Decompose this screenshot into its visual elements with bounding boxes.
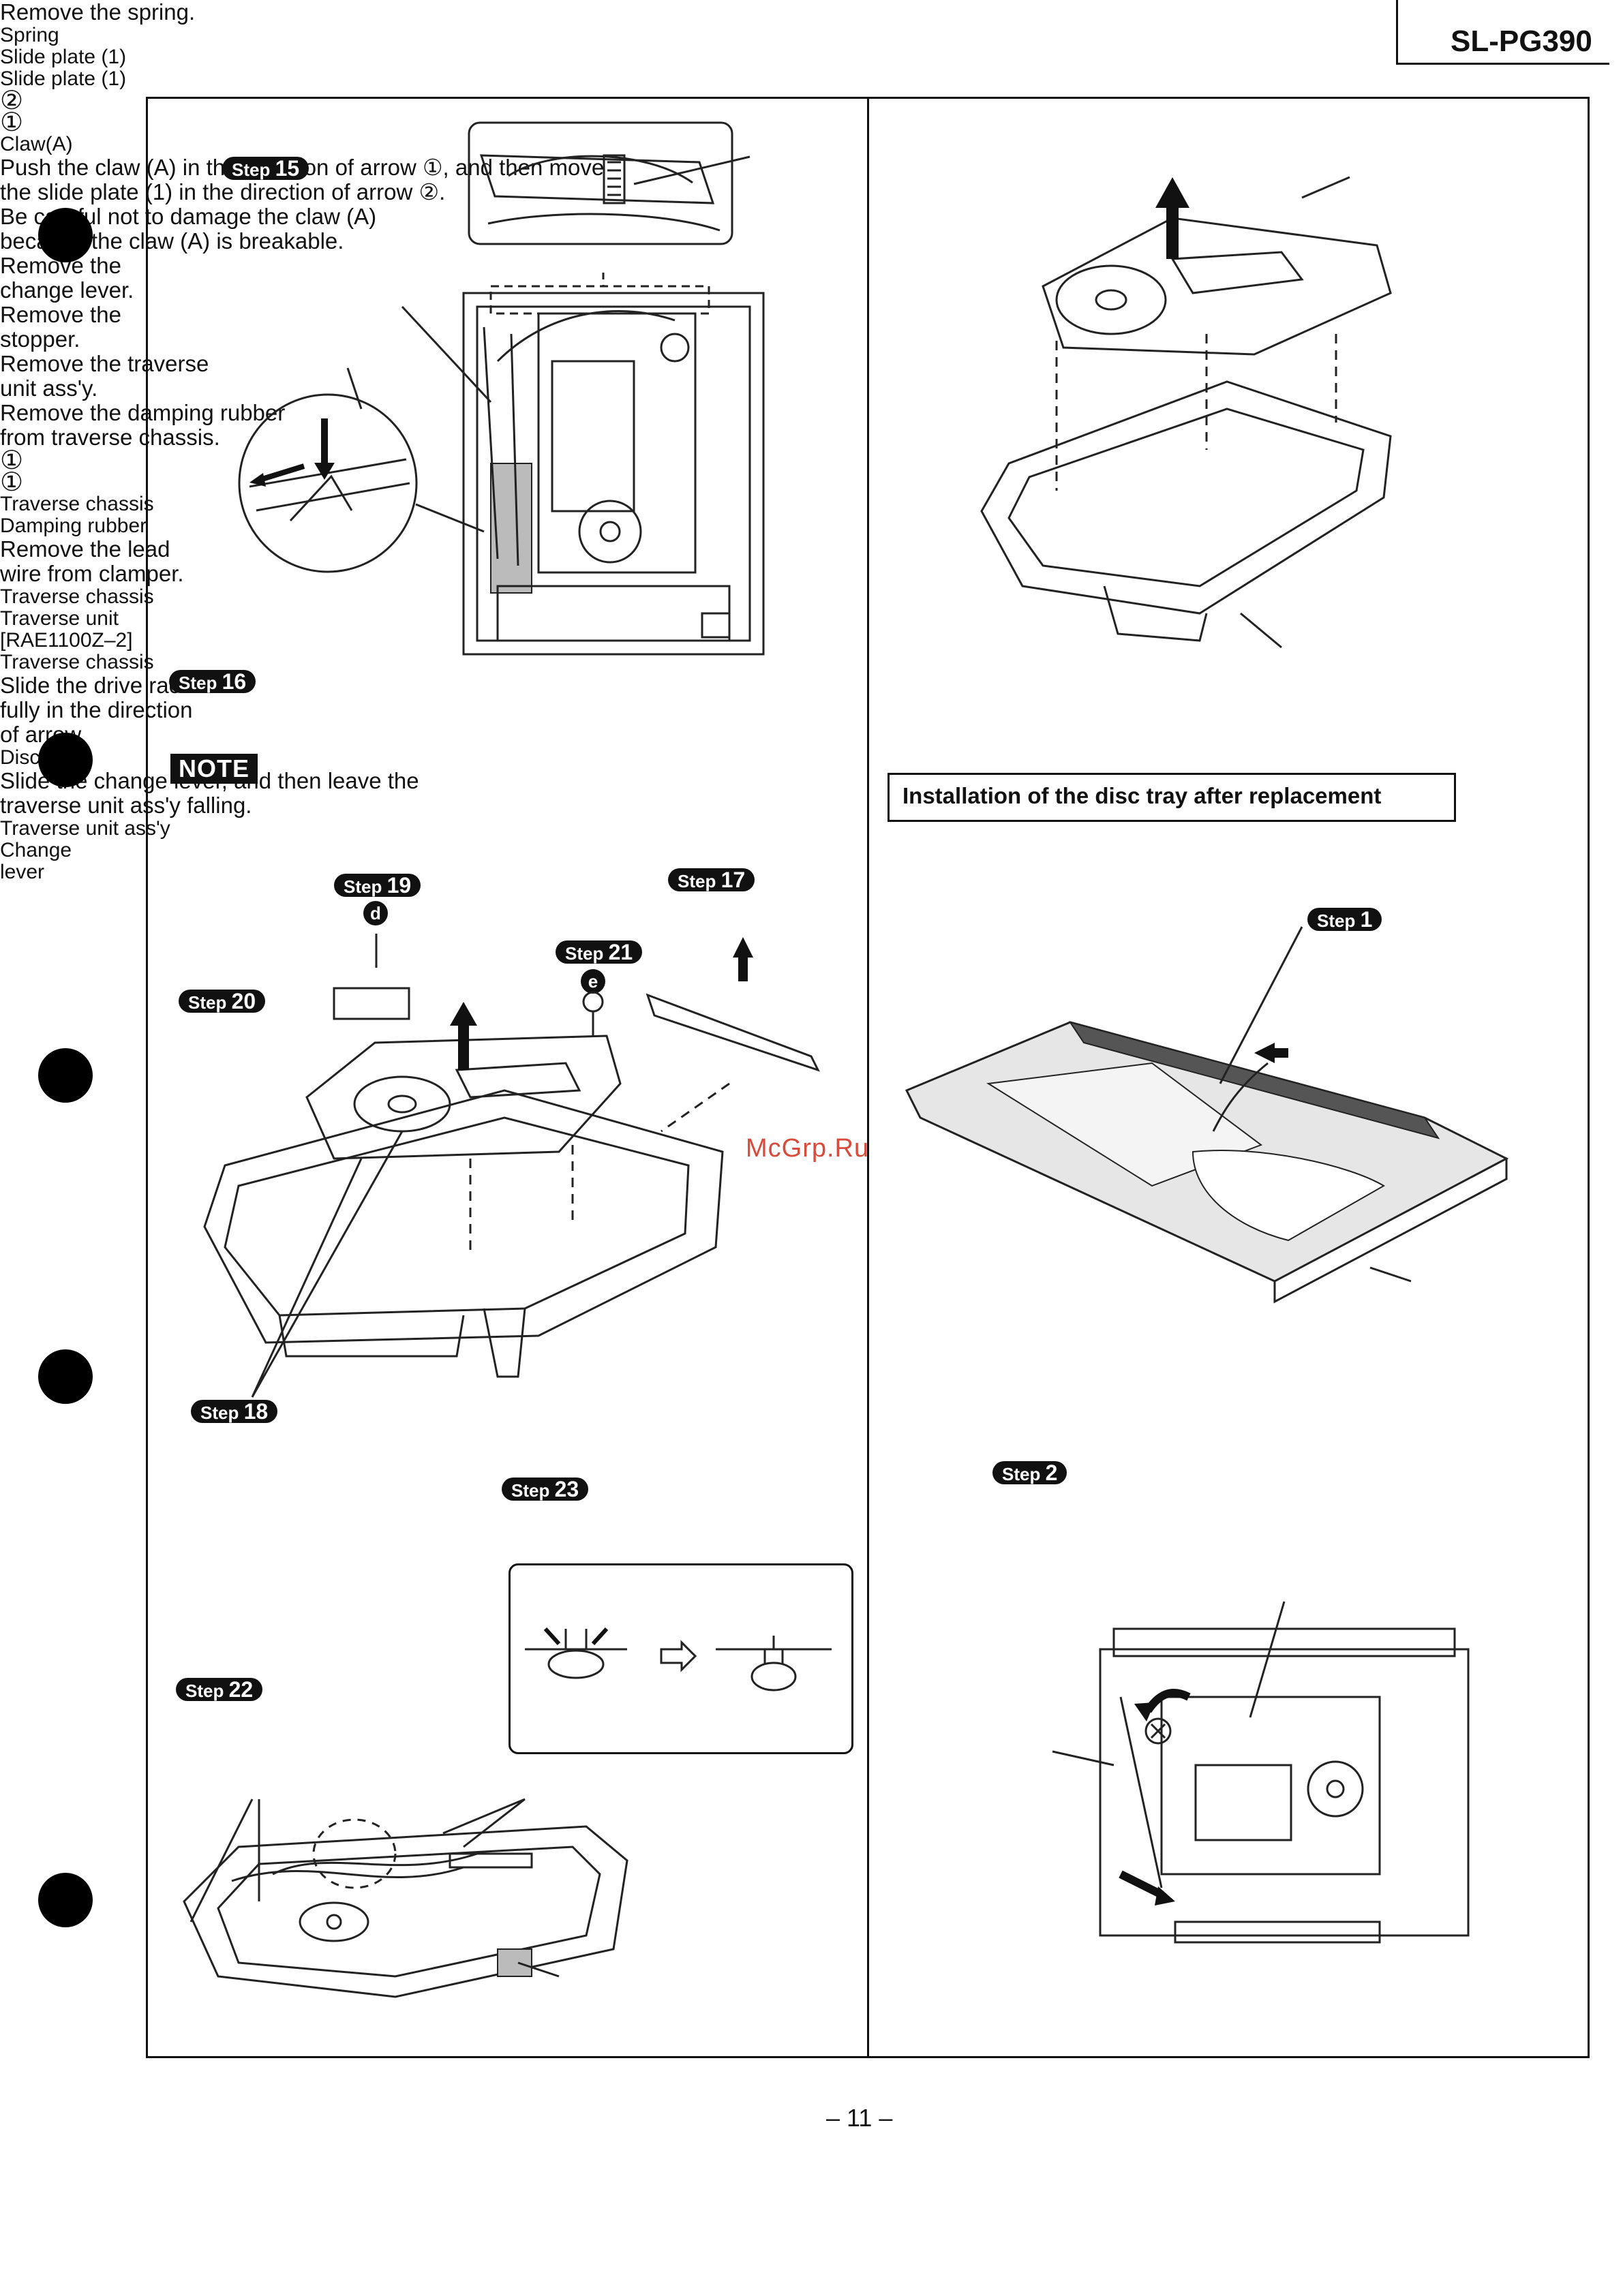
label-spring: Spring: [0, 24, 59, 46]
step-18-badge: Step 18: [191, 1400, 278, 1423]
screw-d-marker: d: [363, 901, 388, 925]
label-traverse-chassis-top: Traverse chassis: [0, 651, 154, 673]
watermark: McGrp.Ru: [746, 1134, 870, 1163]
lead-wire-illustration: [183, 1798, 628, 1998]
step-23-line-2: from traverse chassis.: [0, 425, 220, 450]
disc-tray-illustration: [905, 926, 1509, 1304]
binder-hole: [38, 733, 93, 787]
step-23-line-1: Remove the damping rubber: [0, 400, 286, 425]
slide-plate-illustration: [462, 273, 765, 656]
damping-rubber-box: [509, 1563, 853, 1754]
step-1-badge: Step 1: [1307, 908, 1382, 931]
label-traverse-chassis-bottom: Traverse chassis: [0, 585, 154, 608]
step-2-line-2: traverse unit ass'y falling.: [0, 793, 252, 818]
binder-hole: [38, 1349, 93, 1404]
step-20-line-2: stopper.: [0, 326, 80, 352]
step-15-text: Remove the spring.: [0, 0, 196, 25]
step-17-badge: Step 17: [668, 868, 755, 891]
box-label-damping-rubber: Damping rubber: [0, 515, 147, 537]
label-traverse-unit-assy: Traverse unit ass'y: [0, 817, 170, 840]
binder-hole: [38, 1873, 93, 1927]
model-number: SL-PG390: [1451, 25, 1592, 58]
label-traverse-unit-part: [RAE1100Z–2]: [0, 629, 133, 652]
note-badge: NOTE: [170, 754, 258, 784]
step-1-line-2: fully in the direction: [0, 697, 193, 722]
step-22-badge: Step 22: [176, 1678, 263, 1701]
step-21-badge: Step 21: [556, 940, 643, 964]
step-2-badge: Step 2: [992, 1461, 1067, 1484]
mark-circled-1a: ①: [0, 446, 24, 475]
step-23-badge: Step 23: [502, 1478, 589, 1501]
mark-circled-2: ②: [0, 87, 24, 115]
spring-inset-illustration: [468, 121, 733, 245]
binder-hole: [38, 208, 93, 262]
mark-circled-1: ①: [0, 108, 24, 137]
step-19-badge: Step 19: [334, 874, 421, 897]
step-22-line-1: Remove the lead: [0, 536, 170, 562]
step-20-line-1: Remove the: [0, 302, 121, 327]
step-22-line-2: wire from clamper.: [0, 561, 184, 586]
label-claw-a: Claw(A): [0, 133, 73, 155]
box-label-traverse-chassis: Traverse chassis: [0, 493, 154, 515]
step-20-badge: Step 20: [179, 990, 266, 1013]
slide-plate-leaders: [346, 305, 492, 533]
claw-inset-illustration: [238, 393, 418, 573]
change-lever-illustration: [1052, 1601, 1470, 1944]
column-divider: [867, 97, 869, 2058]
step-18-line-2: unit ass'y.: [0, 376, 98, 401]
installation-title-box: [888, 773, 1456, 822]
step-16-line-2: the slide plate (1) in the direction of …: [0, 179, 446, 204]
binder-hole: [38, 1048, 93, 1103]
header-model-box: [1396, 0, 1609, 65]
step-18-line-1: Remove the traverse: [0, 351, 209, 376]
step-17-line-2: change lever.: [0, 277, 134, 303]
page-number: – 11 –: [826, 2104, 893, 2132]
mark-circled-1b: ①: [0, 468, 24, 497]
label-change-lever-1: Change: [0, 839, 72, 861]
spring-leader: [633, 155, 750, 185]
step-1-line-1: Slide the drive rack: [0, 673, 192, 698]
damping-rubber-illustration: [525, 1627, 832, 1692]
label-traverse-unit: Traverse unit: [0, 607, 119, 630]
step-16-badge: Step 16: [169, 670, 256, 693]
traverse-removal-illustration: [203, 934, 820, 1398]
traverse-unit-exploded-illustration: [980, 176, 1392, 649]
step-15-badge: Step 15: [222, 157, 309, 180]
label-slide-plate-a: Slide plate (1): [0, 46, 127, 68]
screw-e-marker: e: [581, 969, 605, 994]
label-change-lever-2: lever: [0, 861, 45, 883]
label-slide-plate-b: Slide plate (1): [0, 67, 127, 90]
installation-title: Installation of the disc tray after repl…: [902, 783, 1382, 808]
